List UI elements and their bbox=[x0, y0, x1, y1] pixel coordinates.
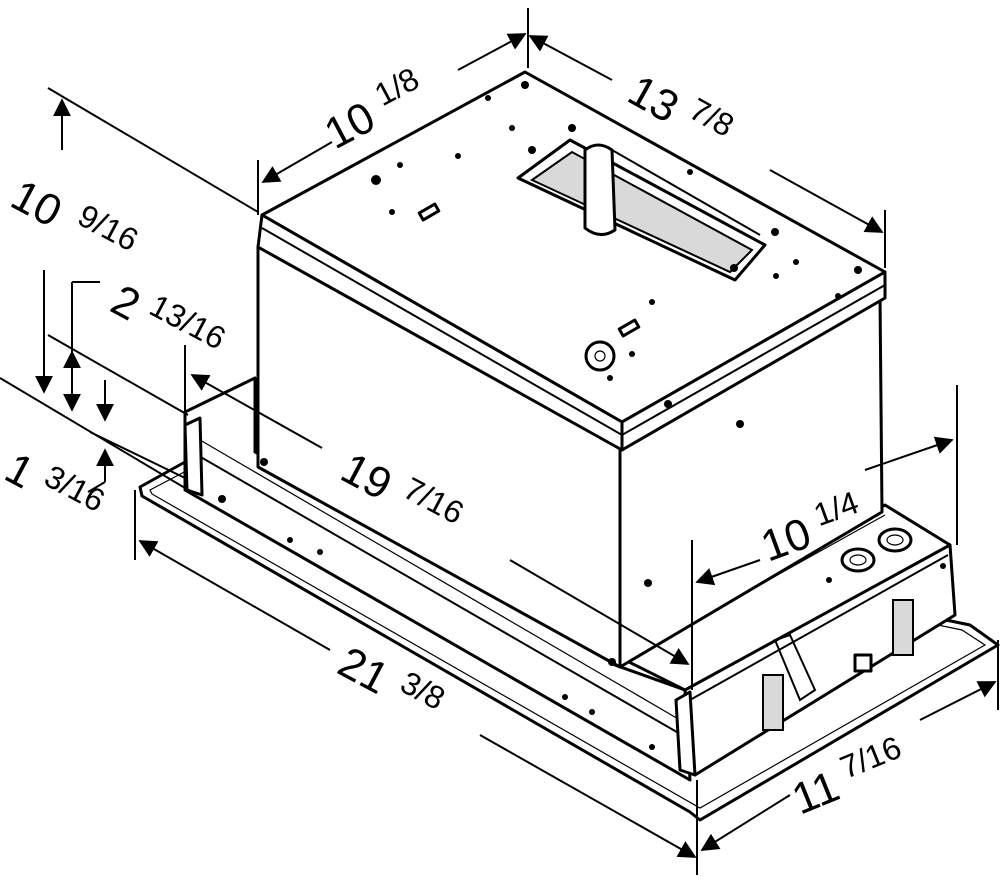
label-trim-height: 1 3/16 bbox=[0, 444, 111, 519]
fan-knob-icon bbox=[840, 547, 876, 573]
light-knob-icon bbox=[877, 527, 913, 553]
svg-text:7/8: 7/8 bbox=[684, 91, 740, 144]
svg-text:21: 21 bbox=[330, 638, 396, 704]
svg-text:10: 10 bbox=[3, 171, 69, 237]
svg-text:3/16: 3/16 bbox=[39, 458, 111, 519]
svg-text:7/16: 7/16 bbox=[835, 729, 906, 786]
svg-text:1/8: 1/8 bbox=[369, 60, 425, 113]
label-flange-height: 2 13/16 bbox=[103, 276, 232, 357]
svg-text:3/8: 3/8 bbox=[395, 664, 451, 717]
svg-text:13: 13 bbox=[620, 66, 687, 133]
svg-text:11: 11 bbox=[785, 762, 846, 825]
svg-text:10: 10 bbox=[317, 93, 383, 159]
label-overall-height: 10 9/16 bbox=[3, 171, 144, 259]
svg-text:13/16: 13/16 bbox=[144, 287, 232, 356]
control-end-housing bbox=[613, 503, 957, 777]
terminal-bracket-icon bbox=[762, 599, 914, 731]
svg-text:9/16: 9/16 bbox=[72, 197, 144, 258]
svg-text:1: 1 bbox=[0, 444, 42, 499]
duct-collar bbox=[516, 138, 767, 282]
dimension-lines bbox=[0, 8, 999, 875]
svg-text:2: 2 bbox=[103, 276, 148, 331]
blower-box bbox=[256, 70, 887, 669]
screw-icon bbox=[584, 340, 616, 372]
